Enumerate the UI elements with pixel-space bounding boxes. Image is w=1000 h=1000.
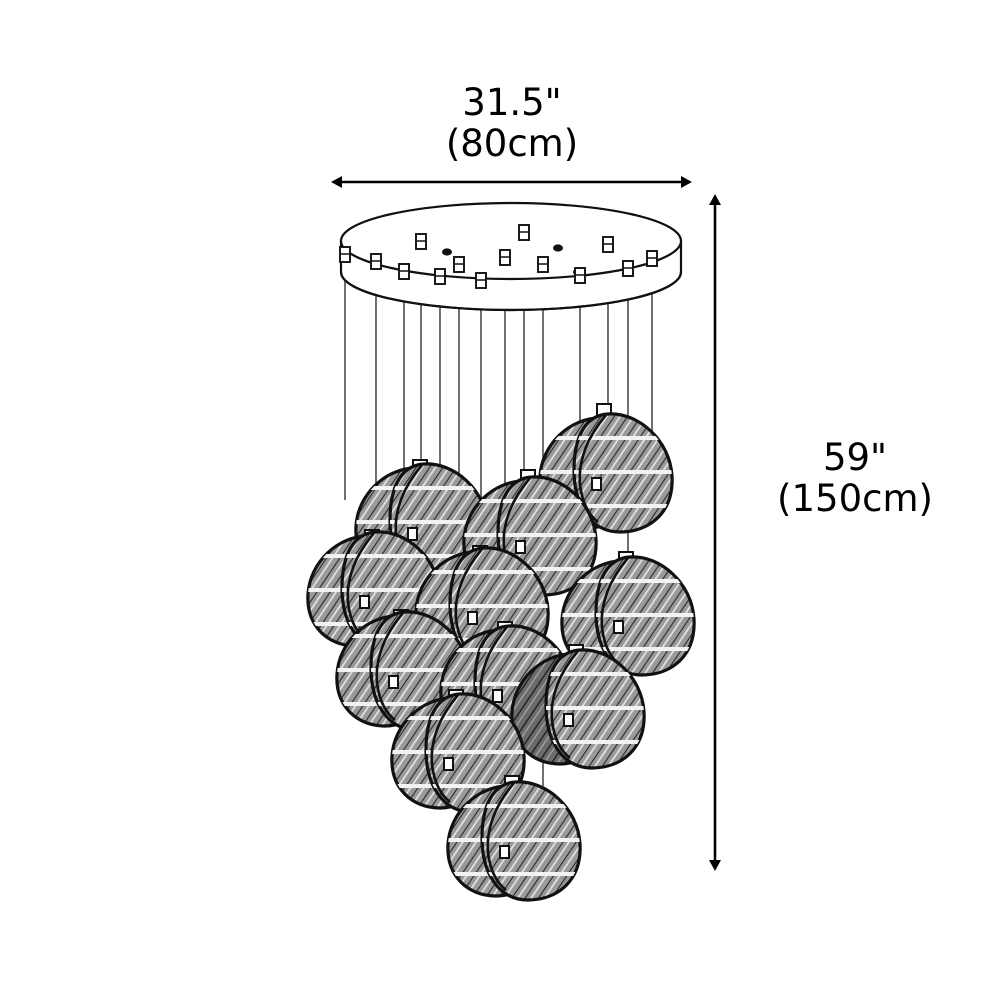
- pendant-shade: [560, 551, 696, 677]
- pendant-shade: [462, 469, 598, 597]
- pendant-shade: [390, 689, 526, 814]
- height-metric-value: (150cm): [777, 477, 933, 521]
- canopy-connector: [398, 263, 410, 280]
- canopy-connector: [574, 267, 586, 284]
- pendant-shade: [306, 529, 442, 652]
- canopy-connector: [622, 260, 634, 277]
- canopy-connector: [415, 233, 427, 250]
- width-metric-value: (80cm): [445, 122, 579, 166]
- canopy-connector: [453, 256, 465, 273]
- pendant-shade: [538, 403, 674, 534]
- canopy-connector: [434, 268, 446, 285]
- canopy-connector: [475, 272, 487, 289]
- canopy-connector: [518, 224, 530, 241]
- ceiling-canopy-plate: [339, 201, 683, 312]
- canopy-connector: [537, 256, 549, 273]
- canopy-connector-far: [442, 248, 452, 256]
- pendant-shade: [414, 545, 550, 668]
- canopy-connectors: [339, 224, 658, 289]
- width-imperial-value: 31.5": [462, 81, 562, 124]
- pendant-shade: [446, 775, 582, 902]
- pendant-shade: [510, 644, 646, 770]
- canopy-connector-far: [553, 244, 563, 252]
- height-dimension-label: 59" (150cm): [735, 437, 975, 520]
- pendant-shade: [354, 459, 490, 584]
- canopy-connector: [370, 253, 382, 270]
- height-imperial-value: 59": [822, 436, 888, 479]
- canopy-connector: [602, 236, 614, 253]
- pendant-shade: [335, 609, 471, 732]
- pendant-shade-cluster: [306, 403, 696, 902]
- width-dimension-label: 31.5" (80cm): [340, 82, 684, 165]
- pendant-shade: [439, 621, 575, 746]
- canopy-connector: [499, 249, 511, 266]
- canopy-connector: [339, 246, 351, 263]
- canopy-connector: [646, 250, 658, 267]
